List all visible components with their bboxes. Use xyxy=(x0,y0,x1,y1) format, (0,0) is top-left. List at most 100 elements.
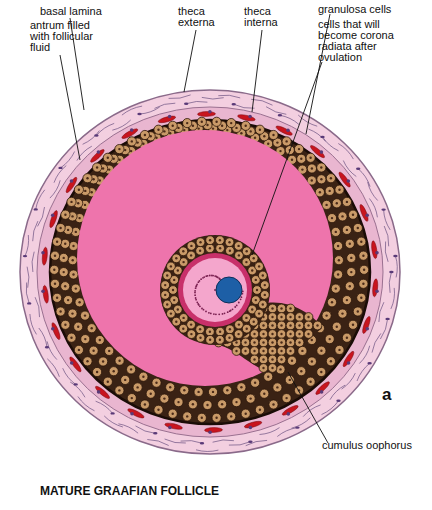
cell-nucleus xyxy=(144,134,146,136)
cell-nucleus xyxy=(118,389,120,391)
cell xyxy=(187,251,196,260)
part-label: basal lamina xyxy=(40,6,130,17)
fibroblast xyxy=(336,400,340,402)
cell xyxy=(322,311,331,320)
cell xyxy=(56,307,65,316)
cell-nucleus xyxy=(229,328,231,330)
cell-nucleus xyxy=(201,417,203,419)
cell xyxy=(259,338,268,347)
cell xyxy=(154,125,163,134)
cell-nucleus xyxy=(226,389,228,391)
blood-vessel xyxy=(197,111,215,116)
cell-nucleus xyxy=(212,127,214,129)
fiber xyxy=(385,242,388,262)
cell xyxy=(357,237,366,246)
cell xyxy=(56,223,65,232)
cell-nucleus xyxy=(307,333,309,335)
cell xyxy=(273,383,282,392)
cell xyxy=(183,412,192,421)
cell-nucleus xyxy=(262,358,264,360)
cell xyxy=(71,284,80,293)
cell xyxy=(174,398,183,407)
yolk-granule xyxy=(227,311,229,313)
cell-nucleus xyxy=(240,386,242,388)
cell-nucleus xyxy=(262,341,264,343)
cell-nucleus xyxy=(186,122,188,124)
cell-nucleus xyxy=(253,341,255,343)
cell-nucleus xyxy=(330,360,332,362)
cell-nucleus xyxy=(255,299,257,301)
cell xyxy=(235,320,244,329)
cell xyxy=(326,174,335,183)
cell-nucleus xyxy=(172,289,174,291)
cell-nucleus xyxy=(235,401,237,403)
cell xyxy=(206,236,215,245)
cell-nucleus xyxy=(311,167,313,169)
cell-nucleus xyxy=(298,333,300,335)
cell-nucleus xyxy=(346,299,348,301)
fiber xyxy=(251,99,272,105)
blood-vessel xyxy=(204,427,222,432)
cell xyxy=(295,313,304,322)
cell xyxy=(160,394,169,403)
cell-nucleus xyxy=(155,382,157,384)
cell xyxy=(154,405,163,414)
cell-nucleus xyxy=(338,259,340,261)
cell-nucleus xyxy=(319,191,321,193)
cell xyxy=(74,345,83,354)
cell-nucleus xyxy=(78,217,80,219)
part-label: cumulus oophorus xyxy=(322,440,432,451)
cell xyxy=(133,383,142,392)
cell xyxy=(197,413,206,422)
fiber xyxy=(83,131,100,145)
fiber xyxy=(322,401,339,415)
cell-nucleus xyxy=(300,158,302,160)
cell-nucleus xyxy=(350,257,352,259)
cell xyxy=(285,375,294,384)
cell xyxy=(115,386,124,395)
cell xyxy=(216,244,225,253)
cell-nucleus xyxy=(279,150,281,152)
cell-nucleus xyxy=(124,379,126,381)
cell xyxy=(268,338,277,347)
cell-nucleus xyxy=(219,247,221,249)
cell xyxy=(277,304,286,313)
cell xyxy=(335,345,344,354)
cell xyxy=(268,313,277,322)
cell-nucleus xyxy=(99,339,101,341)
cell xyxy=(277,338,286,347)
cell xyxy=(140,400,149,409)
cell-nucleus xyxy=(136,386,138,388)
fibroblast xyxy=(45,346,49,348)
fibers xyxy=(23,95,398,452)
cell-nucleus xyxy=(219,339,221,341)
cell-nucleus xyxy=(253,358,255,360)
cell xyxy=(187,242,196,251)
cell-nucleus xyxy=(84,338,86,340)
cell-nucleus xyxy=(267,143,269,145)
cell-nucleus xyxy=(78,189,80,191)
yolk-granule xyxy=(222,313,224,315)
cell-nucleus xyxy=(262,333,264,335)
cell xyxy=(196,246,205,255)
oocyte xyxy=(183,258,247,322)
fibroblast xyxy=(393,255,397,257)
cell-nucleus xyxy=(78,349,80,351)
cell xyxy=(297,367,306,376)
cell-nucleus xyxy=(350,271,352,273)
cell xyxy=(67,333,76,342)
theca-cell xyxy=(375,251,379,255)
fibroblast xyxy=(58,167,62,169)
theca-cell xyxy=(347,361,351,365)
cell xyxy=(196,333,205,342)
theca-cell xyxy=(320,390,324,394)
cell xyxy=(251,378,260,387)
cell xyxy=(187,320,196,329)
cell-nucleus xyxy=(72,273,74,275)
cell xyxy=(61,282,70,291)
cell-nucleus xyxy=(71,312,73,314)
cell-nucleus xyxy=(182,328,184,330)
fiber xyxy=(38,207,45,226)
